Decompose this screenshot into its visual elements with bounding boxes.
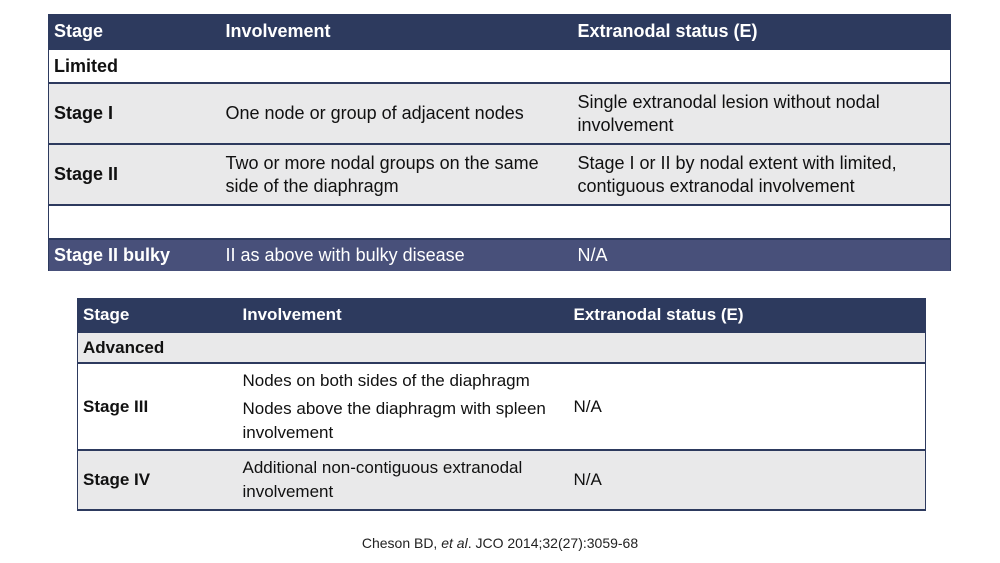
header-involvement: Involvement <box>237 298 569 332</box>
involvement-line: Nodes above the diaphragm with spleen in… <box>242 398 546 442</box>
involvement-cell: Nodes on both sides of the diaphragm Nod… <box>237 362 569 450</box>
limited-stage-table: Stage Involvement Extranodal status (E) … <box>48 14 951 271</box>
citation-etal: et al <box>441 535 468 551</box>
stage-cell: Stage II bulky <box>48 238 221 271</box>
involvement-cell: One node or group of adjacent nodes <box>220 82 573 144</box>
extranodal-cell: N/A <box>568 362 926 450</box>
involvement-cell: Additional non-contiguous extranodal inv… <box>237 449 569 511</box>
header-stage: Stage <box>77 298 238 332</box>
header-involvement: Involvement <box>220 14 573 49</box>
table-row-bulky: Stage II bulky II as above with bulky di… <box>48 238 951 271</box>
section-row-limited: Limited <box>48 48 951 83</box>
involvement-cell: II as above with bulky disease <box>220 238 573 271</box>
stage-cell: Stage I <box>48 82 221 144</box>
citation: Cheson BD, et al. JCO 2014;32(27):3059-6… <box>0 535 1000 551</box>
header-extranodal: Extranodal status (E) <box>572 14 951 49</box>
table-header-row: Stage Involvement Extranodal status (E) <box>48 14 951 49</box>
table-row: Stage III Nodes on both sides of the dia… <box>77 362 926 450</box>
spacer-cell <box>48 204 951 239</box>
involvement-cell: Two or more nodal groups on the same sid… <box>220 143 573 205</box>
citation-source: . JCO 2014;32(27):3059-68 <box>467 535 639 551</box>
header-extranodal: Extranodal status (E) <box>568 298 926 332</box>
stage-cell: Stage III <box>77 362 238 450</box>
section-label: Limited <box>48 48 951 83</box>
extranodal-cell: N/A <box>568 449 926 511</box>
advanced-stage-table: Stage Involvement Extranodal status (E) … <box>77 298 926 511</box>
header-stage: Stage <box>48 14 221 49</box>
table-header-row: Stage Involvement Extranodal status (E) <box>77 298 926 332</box>
table-row: Stage I One node or group of adjacent no… <box>48 82 951 144</box>
extranodal-cell: Single extranodal lesion without nodal i… <box>572 82 951 144</box>
table-row: Stage II Two or more nodal groups on the… <box>48 143 951 205</box>
extranodal-cell: Stage I or II by nodal extent with limit… <box>572 143 951 205</box>
stage-cell: Stage IV <box>77 449 238 511</box>
stage-cell: Stage II <box>48 143 221 205</box>
involvement-line: Nodes on both sides of the diaphragm <box>242 370 530 390</box>
spacer-row <box>48 204 951 239</box>
table-row: Stage IV Additional non-contiguous extra… <box>77 449 926 511</box>
citation-author: Cheson BD, <box>361 535 442 551</box>
section-label: Advanced <box>77 331 926 363</box>
extranodal-cell: N/A <box>572 238 951 271</box>
section-row-advanced: Advanced <box>77 331 926 363</box>
